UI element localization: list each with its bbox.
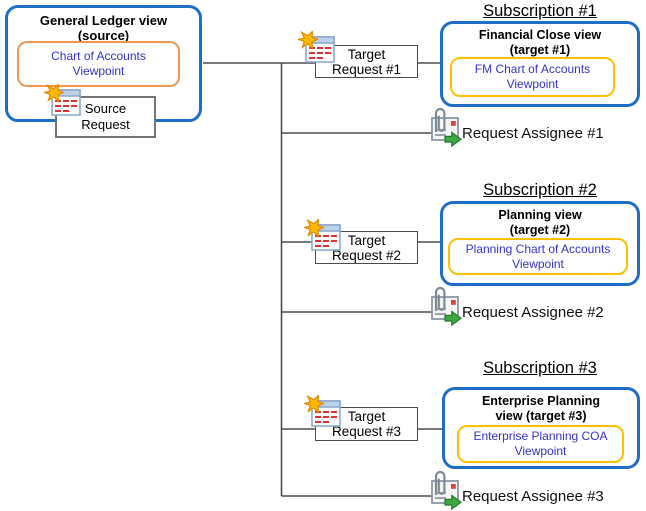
subscription-3-heading: Subscription #3 xyxy=(483,359,597,377)
target-request-box-1: Target Request #1 xyxy=(315,45,418,78)
new-request-icon xyxy=(304,219,341,251)
source-view-title: General Ledger view (source) xyxy=(39,13,168,43)
target-viewpoint-box-2: Planning Chart of Accounts Viewpoint xyxy=(448,238,628,275)
target-viewpoint-box-3: Enterprise Planning COA Viewpoint xyxy=(457,425,624,463)
assignee-icon xyxy=(431,470,462,511)
target-view-title-1: Financial Close view (target #1) xyxy=(478,28,602,57)
assignee-icon xyxy=(431,107,462,148)
subscription-1-heading: Subscription #1 xyxy=(483,2,597,20)
target-view-title-2: Planning view (target #2) xyxy=(498,208,582,237)
assignee-label-3: Request Assignee #3 xyxy=(462,488,604,505)
new-request-icon xyxy=(44,84,81,116)
target-viewpoint-box-1: FM Chart of Accounts Viewpoint xyxy=(450,57,615,97)
source-viewpoint-box: Chart of Accounts Viewpoint xyxy=(17,41,180,87)
subscription-2-heading: Subscription #2 xyxy=(483,181,597,199)
assignee-label-1: Request Assignee #1 xyxy=(462,125,604,142)
new-request-icon xyxy=(304,395,341,427)
assignee-icon xyxy=(431,286,462,327)
assignee-label-2: Request Assignee #2 xyxy=(462,304,604,321)
new-request-icon xyxy=(298,31,335,63)
target-view-title-3: Enterprise Planning view (target #3) xyxy=(481,394,601,423)
